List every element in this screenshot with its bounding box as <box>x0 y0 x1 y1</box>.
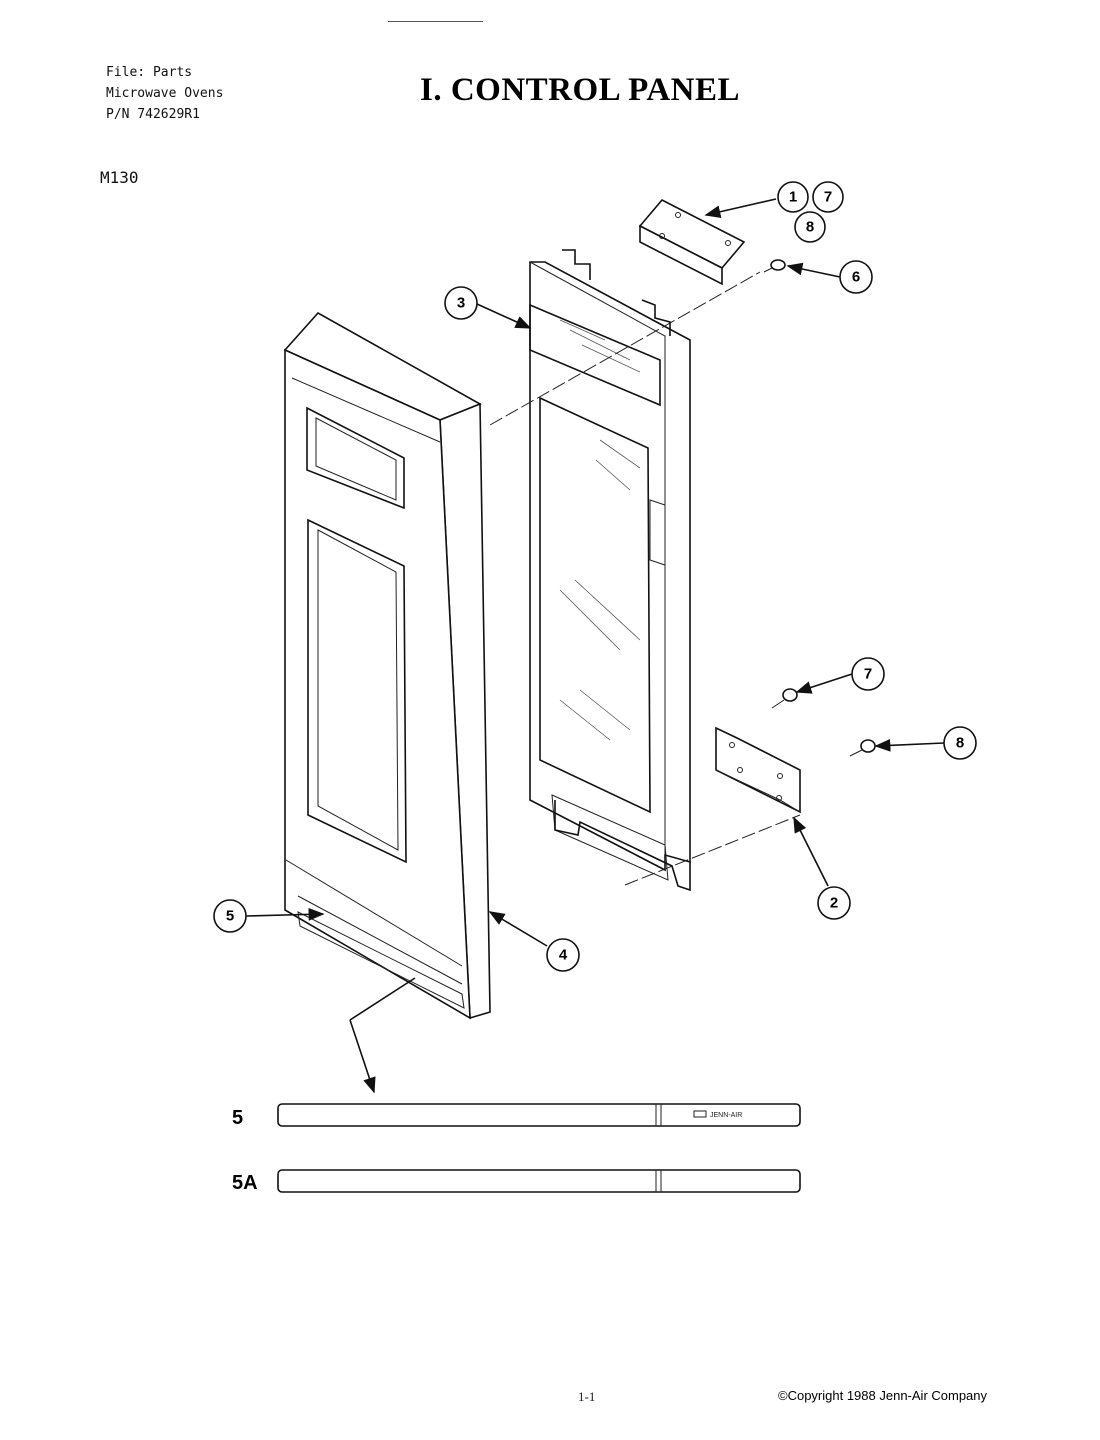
callout-3: 3 <box>444 286 478 320</box>
callout-2: 2 <box>817 886 851 920</box>
screw-6 <box>763 259 786 273</box>
brand-label: JENN-AIR <box>710 1112 742 1119</box>
svg-text:7: 7 <box>824 189 832 206</box>
trim-strip-5: 5 JENN-AIR <box>232 1103 801 1129</box>
svg-text:1: 1 <box>789 189 797 206</box>
product-label: Microwave Ovens <box>106 86 224 101</box>
screw-8 <box>849 739 876 757</box>
trim-strip-5a: 5A <box>232 1169 801 1194</box>
callout-7-top: 7 <box>812 181 844 213</box>
svg-text:3: 3 <box>457 295 465 312</box>
part-number: P/N 742629R1 <box>106 107 200 122</box>
svg-text:5: 5 <box>226 908 234 925</box>
model-number: M130 <box>100 168 139 187</box>
document-header: File: Parts Microwave Ovens P/N 742629R1 <box>106 62 223 125</box>
svg-text:6: 6 <box>852 269 860 286</box>
callout-6: 6 <box>839 260 873 294</box>
svg-text:2: 2 <box>830 895 838 912</box>
screw-7 <box>771 688 798 709</box>
leader-arrows <box>245 198 945 1094</box>
callout-4: 4 <box>546 938 580 972</box>
callout-7: 7 <box>851 657 885 691</box>
control-board-panel <box>529 249 691 892</box>
callout-1: 1 <box>777 181 809 213</box>
page-title: I. CONTROL PANEL <box>420 72 741 108</box>
svg-text:8: 8 <box>956 735 964 752</box>
control-panel-housing <box>283 311 491 1020</box>
file-label: File: Parts <box>106 65 193 80</box>
callout-5: 5 <box>213 899 247 933</box>
top-rule <box>388 21 483 22</box>
bottom-mounting-bracket <box>715 726 801 814</box>
svg-text:7: 7 <box>864 666 872 683</box>
copyright: ©Copyright 1988 Jenn-Air Company <box>778 1388 988 1403</box>
svg-text:8: 8 <box>806 219 814 236</box>
svg-text:5: 5 <box>232 1107 243 1129</box>
svg-text:4: 4 <box>559 947 568 964</box>
alignment-lines <box>489 271 801 886</box>
svg-text:5A: 5A <box>232 1172 258 1194</box>
top-mounting-bracket <box>638 198 746 286</box>
callout-8-top: 8 <box>794 211 826 243</box>
page-number: 1-1 <box>578 1389 596 1404</box>
callout-8: 8 <box>943 726 977 760</box>
